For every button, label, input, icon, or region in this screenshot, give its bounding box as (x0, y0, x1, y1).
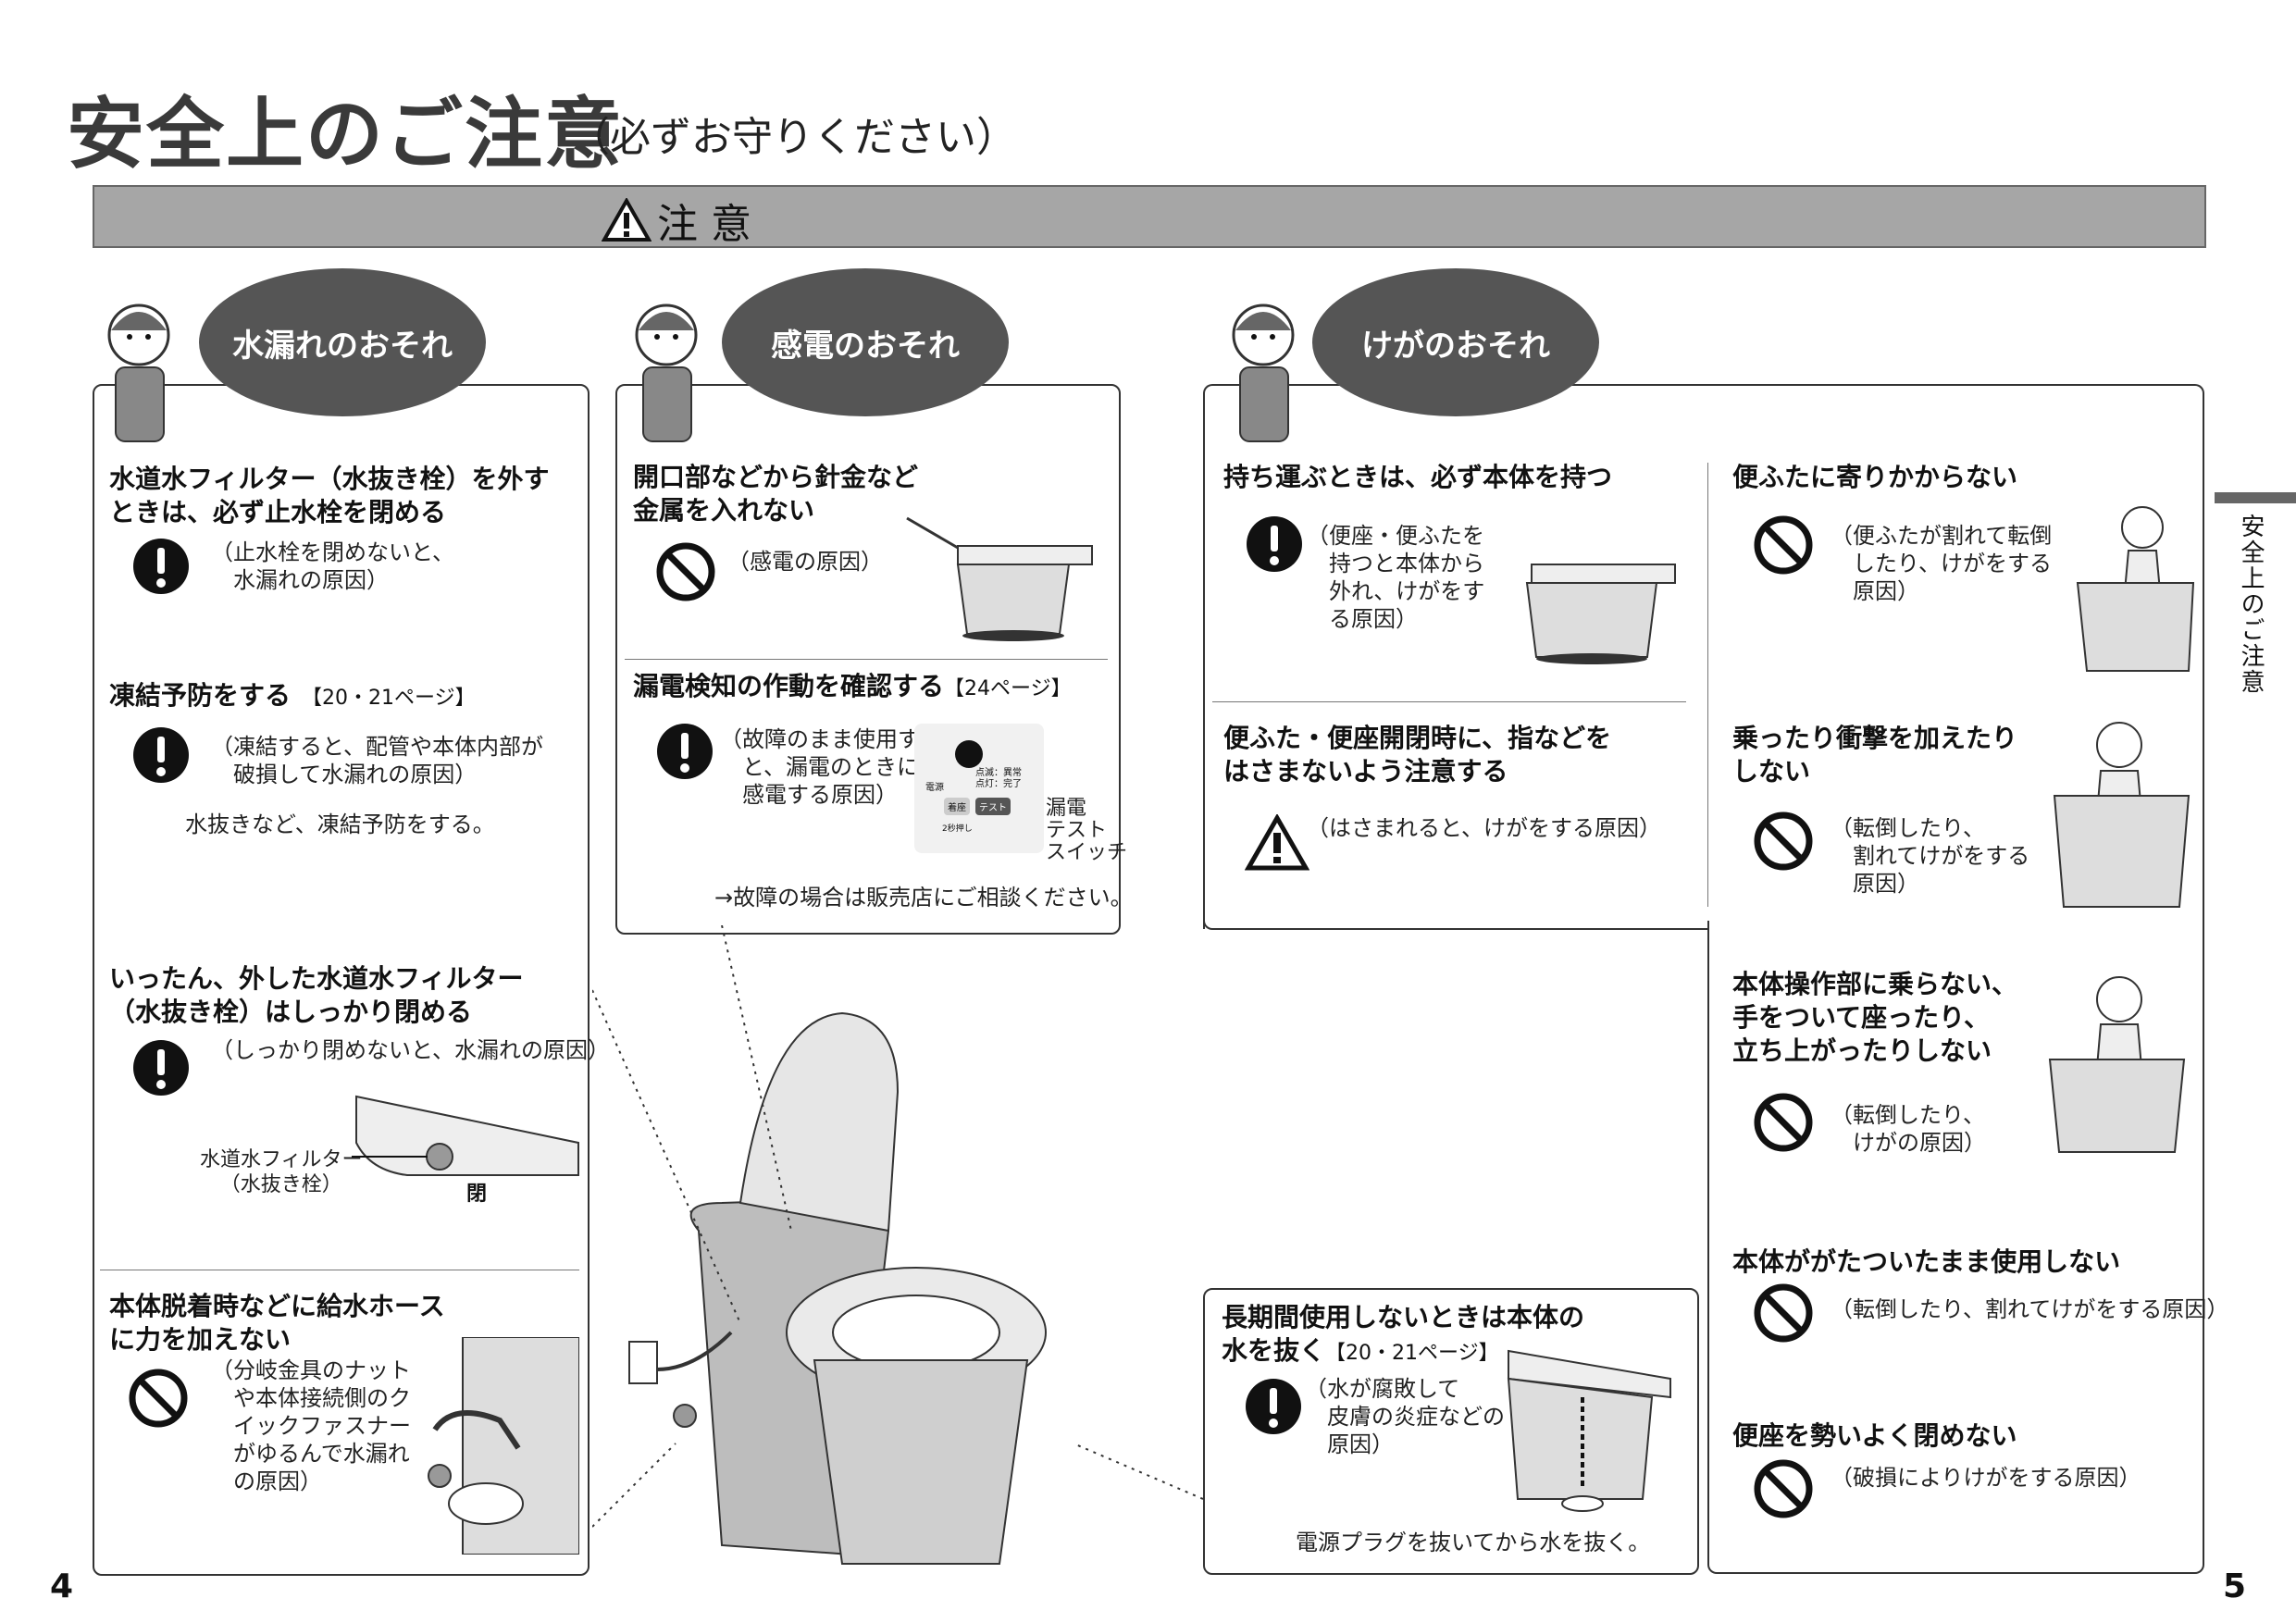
injury-a2-note: （はさまれると、けがをする原因） (1307, 815, 1662, 841)
prohibition-icon (1754, 812, 1813, 871)
water-filter-illustration (352, 1095, 579, 1176)
leak-test-button[interactable]: テスト (975, 798, 1011, 815)
injury-b4-note: （転倒したり、割れてけがをする原因） (1831, 1296, 2229, 1322)
water-s4-heading: 本体脱着時などに給水ホースに力を加えない (109, 1291, 445, 1355)
leak-test-switch-label: 漏電テストスイッチ (1046, 797, 1128, 864)
caution-label: 注 意 (657, 201, 751, 248)
electric-shock-cloud: 感電のおそれ (722, 268, 1009, 416)
page-title: 安全上のご注意 (67, 89, 625, 180)
woman-illustration-icon (635, 304, 698, 442)
injury-b5-heading: 便座を勢いよく閉めない (1732, 1420, 2017, 1451)
injury-b3-note: （転倒したり、 けがの原因） (1831, 1102, 1986, 1156)
injury-b5-note: （破損によりけがをする原因） (1831, 1465, 2141, 1491)
child-on-panel-illustration (2048, 976, 2186, 1153)
indicator-lamp (955, 740, 983, 768)
mandatory-icon (133, 727, 189, 783)
injury-b4-heading: 本体ががたついたまま使用しない (1732, 1246, 2121, 1277)
toilet-carry-illustration (1525, 564, 1676, 664)
mandatory-icon (1247, 516, 1302, 572)
prohibition-icon (1754, 515, 1813, 575)
prohibition-icon (129, 1369, 188, 1428)
panel-power-label: 電源 (925, 783, 944, 793)
injury-b2-heading: 乗ったり衝撃を加えたりしない (1732, 723, 2018, 787)
injury-a1-note: （便座・便ふたを 持つと本体から 外れ、けがをす る原因） (1307, 523, 1485, 632)
warning-triangle-icon (602, 198, 652, 242)
caution-bar (93, 185, 2206, 248)
injury-c1-heading: 長期間使用しないときは本体の水を抜く【20・21ページ】 (1222, 1302, 1585, 1366)
divider (1212, 701, 1686, 702)
column-divider (1707, 463, 1708, 907)
page-number-left: 4 (50, 1567, 74, 1605)
panel-hold-label: 2秒押し (942, 824, 973, 834)
injury-b1-note: （便ふたが割れて転倒 したり、けがをする 原因） (1831, 523, 2053, 604)
mandatory-icon (1246, 1379, 1301, 1434)
prohibition-icon (1754, 1093, 1813, 1152)
water-s3-heading: いったん、外した水道水フィルター（水抜き栓）はしっかり閉める (109, 963, 524, 1027)
toilet-wire-illustration (906, 516, 1093, 641)
woman-illustration-icon (107, 304, 170, 442)
toilet-main-illustration (592, 925, 1203, 1565)
shock-s2-footer: →故障の場合は販売店にご相談ください。 (714, 885, 1133, 911)
water-s1-heading: 水道水フィルター（水抜き栓）を外すときは、必ず止水栓を閉める (109, 464, 550, 527)
water-s1-note: （止水栓を閉めないと、 水漏れの原因） (211, 539, 455, 593)
warning-triangle-icon (1245, 814, 1309, 871)
shock-s1-note: （感電の原因） (727, 549, 883, 575)
water-leak-cloud: 水漏れのおそれ (199, 268, 486, 416)
caution-heading: 注 意 (602, 191, 751, 250)
mandatory-icon (657, 724, 713, 779)
child-sitting-illustration (2053, 722, 2191, 908)
water-s3-note: （しっかり閉めないと、水漏れの原因） (211, 1037, 611, 1063)
shock-s2-note: （故障のまま使用する と、漏電のときに 感電する原因） (720, 726, 942, 808)
page-subtitle: （必ずお守りください） (569, 114, 1017, 161)
water-filter-label: 水道水フィルター（水抜き栓） (200, 1148, 363, 1196)
panel-status-labels: 点滅：異常点灯：完了 (975, 768, 1022, 789)
mandatory-icon (133, 539, 189, 594)
panel-seat-label: 着座 (944, 798, 970, 815)
side-tab-bar (2215, 492, 2296, 503)
shock-s2-heading: 漏電検知の作動を確認する【24ページ】 (633, 671, 1072, 701)
injury-panel-left-edge (1203, 921, 1709, 930)
injury-a1-heading: 持ち運ぶときは、必ず本体を持つ (1223, 462, 1613, 492)
prohibition-icon (1754, 1283, 1813, 1343)
injury-c1-note: （水が腐敗して 皮膚の炎症などの 原因） (1305, 1376, 1505, 1457)
woman-illustration-icon (1232, 304, 1295, 442)
divider (625, 659, 1108, 660)
water-s4-note: （分岐金具のナット や本体接続側のク イックファスナー がゆるんで水漏れ の原因… (211, 1357, 411, 1494)
water-s2-note: （凍結すると、配管や本体内部が 破損して水漏れの原因） (211, 734, 544, 787)
water-s2-extra: 水抜きなど、凍結予防をする。 (185, 812, 495, 837)
injury-b2-note: （転倒したり、 割れてけがをする 原因） (1831, 815, 2030, 897)
side-tab-label: 安全上のご注意 (2237, 514, 2265, 695)
page-number-right: 5 (2223, 1567, 2247, 1605)
hose-illustration (428, 1337, 579, 1555)
prohibition-icon (656, 542, 715, 601)
mandatory-icon (133, 1040, 189, 1096)
injury-c1-footer: 電源プラグを抜いてから水を抜く。 (1296, 1530, 1651, 1555)
injury-cloud: けがのおそれ (1312, 268, 1599, 416)
prohibition-icon (1754, 1459, 1813, 1518)
shock-s1-heading: 開口部などから針金など金属を入れない (633, 462, 919, 526)
water-s2-heading: 凍結予防をする【20・21ページ】 (109, 680, 476, 711)
injury-a2-heading: 便ふた・便座開閉時に、指などをはさまないよう注意する (1223, 723, 1612, 787)
drain-water-illustration (1507, 1349, 1671, 1512)
close-label: 閉 (466, 1183, 488, 1206)
injury-panel-top (1203, 384, 2204, 929)
injury-b3-heading: 本体操作部に乗らない、手をついて座ったり、立ち上がったりしない (1732, 969, 2018, 1066)
injury-b1-heading: 便ふたに寄りかからない (1732, 462, 2018, 492)
child-leaning-illustration (2076, 506, 2195, 672)
